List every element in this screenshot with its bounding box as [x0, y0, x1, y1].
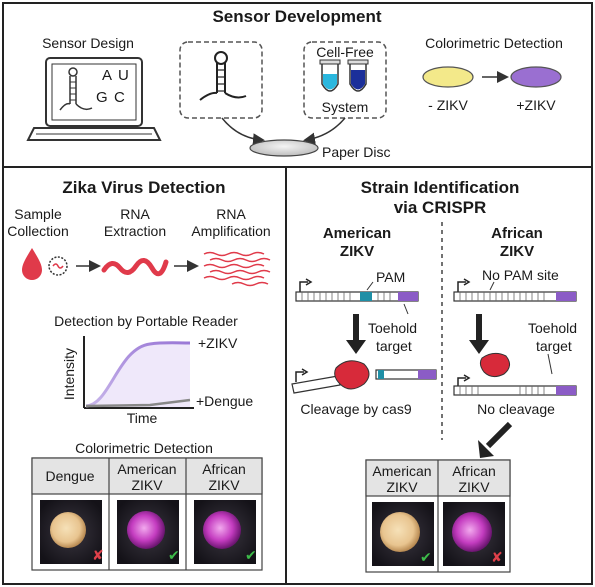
cell-free-label: Cell-Free — [316, 44, 374, 60]
african-zikv-header-1: African — [491, 225, 543, 242]
left-result-table — [31, 457, 263, 571]
african-zikv-header-2: ZIKV — [500, 243, 534, 260]
screen-letter-u: U — [118, 67, 129, 84]
strain-id-title-2: via CRISPR — [394, 198, 487, 217]
toehold-pointer-american — [403, 303, 409, 315]
virus-icon — [48, 256, 68, 276]
negative-zikv-label: - ZIKV — [428, 97, 468, 113]
strain-id-title-1: Strain Identification — [361, 178, 520, 197]
blood-drop-icon — [22, 248, 42, 280]
diagonal-arrow — [478, 421, 513, 458]
photo-african-right — [443, 502, 505, 566]
paper-disc-label: Paper Disc — [322, 144, 390, 160]
step-extraction-label: Extraction — [104, 223, 166, 239]
system-label: System — [322, 99, 369, 115]
left-colorimetric-title: Colorimetric Detection — [75, 440, 213, 456]
positive-zikv-label: +ZIKV — [516, 97, 556, 113]
african-uncleaved-dna-icon — [453, 374, 577, 396]
photo-american-right — [372, 502, 434, 566]
cross-mark-icon: ✘ — [491, 549, 503, 565]
photo-dengue — [40, 500, 102, 564]
african-dna-icon — [453, 278, 577, 302]
y-axis-label: Intensity — [61, 348, 77, 400]
step-amplification-label: Amplification — [191, 223, 270, 239]
no-cleavage-label: No cleavage — [477, 401, 555, 417]
amplified-rna-icon — [203, 251, 271, 287]
cleaved-dna-icon — [291, 368, 437, 394]
left-col-african-1: African — [202, 461, 246, 477]
check-mark-icon: ✔ — [168, 547, 180, 563]
paper-disc-icon — [249, 139, 319, 157]
check-mark-icon: ✔ — [420, 549, 432, 565]
reader-plot — [83, 336, 194, 409]
tube-cyan-icon — [319, 59, 341, 92]
sensor-development-title: Sensor Development — [212, 7, 381, 26]
american-zikv-header-2: ZIKV — [340, 243, 374, 260]
toehold-pointer-african — [547, 353, 553, 375]
curve-dengue-label: +Dengue — [196, 393, 253, 409]
pam-label: PAM — [376, 269, 405, 285]
portable-reader-title: Detection by Portable Reader — [54, 313, 238, 329]
step-rna-label-2: RNA — [216, 206, 246, 222]
left-col-african-2: ZIKV — [208, 477, 240, 493]
left-col-american-1: American — [117, 461, 176, 477]
toehold-switch-box — [179, 41, 263, 119]
toehold-label-african-1: Toehold — [528, 320, 577, 336]
step-collection-label: Collection — [7, 223, 68, 239]
colorimetric-detection-label: Colorimetric Detection — [425, 35, 563, 51]
rna-strand-icon — [101, 258, 169, 277]
cas9-icon — [334, 360, 370, 390]
zikv-curve-fill — [86, 342, 190, 407]
laptop-icon — [26, 57, 162, 141]
cleavage-label: Cleavage by cas9 — [300, 401, 412, 417]
curve-zikv-label: +ZIKV — [198, 335, 238, 351]
cross-mark-icon: ✘ — [92, 547, 104, 563]
tube-blue-icon — [347, 59, 369, 92]
yellow-disc-icon — [422, 66, 474, 88]
toehold-label-african-2: target — [536, 338, 572, 354]
dengue-curve — [85, 398, 191, 408]
toehold-label-american-1: Toehold — [368, 320, 417, 336]
pam-pointer — [366, 281, 374, 291]
arrow-to-disc-right — [303, 117, 346, 145]
american-zikv-header-1: American — [323, 225, 391, 242]
right-col-african-2: ZIKV — [458, 479, 490, 495]
photo-african-left — [194, 500, 256, 564]
arrow-to-disc-left — [221, 117, 265, 146]
sensor-design-label: Sensor Design — [42, 35, 134, 51]
x-axis-label: Time — [127, 410, 158, 426]
check-mark-icon: ✔ — [245, 547, 257, 563]
screen-letter-c: C — [114, 89, 125, 106]
photo-american-left — [117, 500, 179, 564]
right-col-american-2: ZIKV — [386, 479, 418, 495]
down-arrow-american — [346, 314, 366, 354]
step-sample-label: Sample — [14, 206, 62, 222]
step-rna-label-1: RNA — [120, 206, 150, 222]
screen-letter-g: G — [96, 89, 108, 106]
left-col-american-2: ZIKV — [131, 477, 163, 493]
screen-letter-a: A — [102, 67, 112, 84]
toehold-hairpin-icon — [199, 51, 247, 101]
zika-detection-title: Zika Virus Detection — [62, 178, 225, 197]
right-col-african-1: African — [452, 463, 496, 479]
down-arrow-african — [469, 314, 489, 354]
no-pam-pointer — [489, 281, 495, 291]
american-dna-icon — [295, 278, 419, 302]
cas9-icon — [479, 352, 510, 378]
right-col-american-1: American — [372, 463, 431, 479]
toehold-label-american-2: target — [376, 338, 412, 354]
right-result-table — [365, 459, 511, 573]
no-pam-label: No PAM site — [482, 267, 559, 283]
cell-free-system-box — [303, 41, 387, 119]
zikv-curve — [85, 341, 191, 408]
purple-disc-icon — [510, 66, 562, 88]
left-col-dengue: Dengue — [45, 468, 94, 484]
